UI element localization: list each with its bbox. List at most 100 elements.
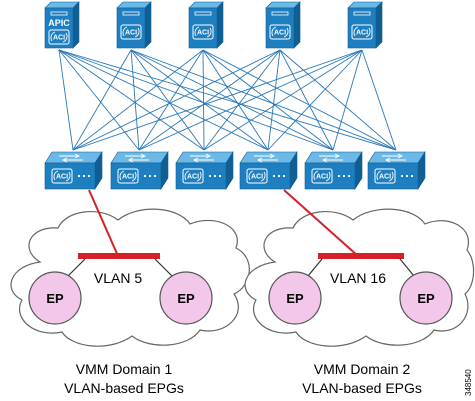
aci-arc-icon xyxy=(194,26,200,37)
aci-arc-icon xyxy=(50,31,56,42)
aci-arc-icon xyxy=(184,170,190,181)
aci-badge-spine-switch-4 xyxy=(351,24,373,40)
vlan-5-uplink xyxy=(88,189,119,257)
ep-label: EP xyxy=(177,291,195,306)
aci-arc-icon xyxy=(353,26,359,37)
vlan-16-ep1-link xyxy=(307,258,323,277)
port-dot-icon xyxy=(218,174,222,178)
fabric-links xyxy=(58,49,397,151)
switch-arrows-icon xyxy=(319,153,343,163)
leaf-switch-3: ACI xyxy=(175,150,234,191)
fabric-link xyxy=(58,49,269,151)
fabric-link xyxy=(72,49,132,151)
fabric-link xyxy=(130,49,269,151)
leaf-switch-2-top xyxy=(110,151,169,164)
figure-id: 348540 xyxy=(464,369,473,396)
aci-badge-leaf-switch-5 xyxy=(311,168,333,184)
apic-controller: APIC ACI xyxy=(44,1,80,49)
aci-arc-icon xyxy=(325,171,331,182)
fabric-link xyxy=(202,49,269,151)
leaf-switch-3-top xyxy=(175,151,234,164)
port-dot-icon xyxy=(77,174,81,178)
leaf-switch-5: ACI xyxy=(304,150,363,191)
aci-badge-leaf-switch-6 xyxy=(374,168,396,184)
drive-slot-icon xyxy=(194,11,212,16)
switch-arrows-icon xyxy=(59,153,83,163)
ep-label: EP xyxy=(46,291,64,306)
spine-switch-1-side xyxy=(144,1,152,49)
fabric-link xyxy=(332,49,363,151)
aci-arc-icon xyxy=(313,170,319,181)
port-dot-icon xyxy=(213,174,217,178)
port-dot-icon xyxy=(347,174,351,178)
aci-arc-icon xyxy=(283,27,289,38)
leaf-switch-2: ACI xyxy=(110,150,169,191)
fabric-link xyxy=(130,49,140,151)
vlan-16-uplink xyxy=(283,189,359,257)
domain-2-caption-line1: VMM Domain 2 xyxy=(314,361,411,377)
aci-arc-icon xyxy=(365,27,371,38)
port-dot-icon xyxy=(277,174,281,178)
vlan-links xyxy=(67,189,415,277)
fabric-link xyxy=(361,49,397,151)
aci-label: ACI xyxy=(122,174,134,181)
fabric-link xyxy=(267,49,281,151)
port-dot-icon xyxy=(82,174,86,178)
spine-switch-1: ACI xyxy=(116,1,152,49)
fabric-link xyxy=(130,49,205,151)
aci-badge-apic xyxy=(48,29,70,45)
fabric-link xyxy=(138,49,281,151)
switch-arrows-icon xyxy=(382,153,406,163)
leaf-switch-4: ACI xyxy=(239,150,298,191)
aci-badge-spine-switch-2 xyxy=(192,24,214,40)
ep-node xyxy=(28,271,82,325)
spine-switch-2-side xyxy=(216,1,224,49)
fabric-link xyxy=(130,49,334,151)
aci-arc-icon xyxy=(62,32,68,43)
spine-switch-3-side xyxy=(293,1,301,49)
switch-arrows-icon xyxy=(125,153,149,163)
fabric-link xyxy=(203,49,363,151)
fabric-link xyxy=(58,49,334,151)
apic-label: APIC xyxy=(48,18,70,28)
vlan-5-label: VLAN 5 xyxy=(94,270,142,286)
fabric-link xyxy=(58,49,140,151)
aci-arc-icon xyxy=(271,26,277,37)
aci-label: ACI xyxy=(53,35,65,42)
aci-arc-icon xyxy=(131,171,137,182)
vlan-5-bar xyxy=(78,253,160,259)
aci-label: ACI xyxy=(125,30,137,37)
aci-label: ACI xyxy=(379,174,391,181)
domain-1-caption-line1: VMM Domain 1 xyxy=(76,361,173,377)
port-dot-icon xyxy=(208,174,212,178)
aci-arc-icon xyxy=(134,27,140,38)
aci-arc-icon xyxy=(206,27,212,38)
aci-label: ACI xyxy=(274,30,286,37)
aci-arc-icon xyxy=(376,170,382,181)
drive-slot-icon xyxy=(271,11,289,16)
port-dot-icon xyxy=(143,174,147,178)
aci-label: ACI xyxy=(316,174,328,181)
ep-node xyxy=(268,271,322,325)
drive-slot-icon xyxy=(50,11,68,16)
vlan-5-ep2-link xyxy=(154,258,173,277)
aci-badge-spine-switch-3 xyxy=(269,24,291,40)
drive-slot-icon xyxy=(122,11,140,16)
drive-slot-icon xyxy=(353,11,371,16)
vlan-16-bar xyxy=(318,253,404,259)
aci-badge-leaf-switch-4 xyxy=(246,168,268,184)
aci-badge-leaf-switch-1 xyxy=(51,168,73,184)
leaf-switch-4-top xyxy=(239,151,298,164)
ep-node xyxy=(159,271,213,325)
port-dot-icon xyxy=(148,174,152,178)
port-dot-icon xyxy=(400,174,404,178)
vlan-5-ep1-link xyxy=(67,258,86,277)
fabric-link xyxy=(72,49,204,151)
ep-label: EP xyxy=(286,291,304,306)
aci-arc-icon xyxy=(388,171,394,182)
leaf-switch-6-top xyxy=(367,151,426,164)
fabric-link xyxy=(72,49,281,151)
aci-arc-icon xyxy=(248,170,254,181)
